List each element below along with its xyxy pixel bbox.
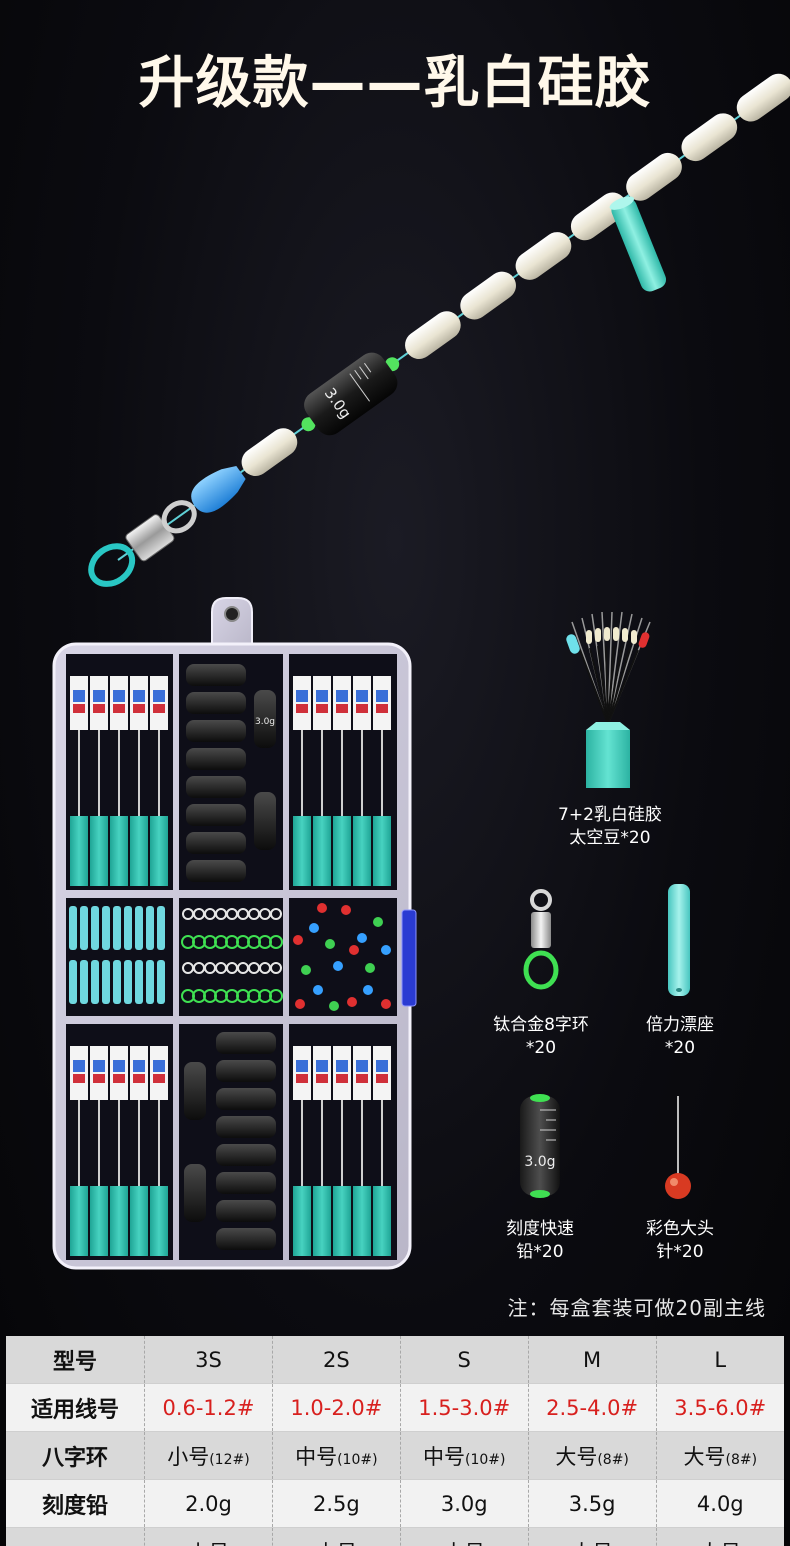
row-label-sinker: 刻度铅: [6, 1479, 145, 1528]
cut-row-cell: 小号: [144, 1527, 273, 1546]
float-seat-on-line: [609, 196, 667, 292]
sinker-weight-cell: 4.0g: [656, 1479, 784, 1528]
line-size-cell: 0.6-1.2#: [144, 1383, 273, 1432]
cut-row-cell: 大号: [656, 1527, 784, 1546]
float-seats-row: [69, 906, 165, 1004]
row-label-swivel: 八字环: [6, 1431, 145, 1480]
row-label-model: 型号: [6, 1336, 145, 1384]
swivel-size-cell: 小号(12#): [144, 1431, 273, 1480]
swivel: [88, 500, 197, 587]
tackle-box: 3.0g: [52, 597, 417, 1270]
table-row: 小号 中号 中号 大号 大号: [6, 1527, 784, 1546]
spec-table: 型号 3S 2S S M L 适用线号 0.6-1.2# 1.0-2.0# 1.…: [6, 1336, 784, 1546]
blue-stopper: [191, 466, 246, 513]
caption-swivel-line1: 钛合金8字环: [493, 1015, 589, 1035]
table-row: 适用线号 0.6-1.2# 1.0-2.0# 1.5-3.0# 2.5-4.0#…: [6, 1383, 784, 1432]
row-label-line: 适用线号: [6, 1383, 145, 1432]
kit-note: 注：每盒套装可做20副主线: [507, 1296, 766, 1320]
swivel-size-cell: 大号(8#): [528, 1431, 657, 1480]
model-cell: S: [400, 1336, 529, 1384]
swivels-row: [181, 908, 283, 1003]
line-size-cell: 1.5-3.0#: [400, 1383, 529, 1432]
swivel-size-sub: (8#): [597, 1451, 629, 1468]
caption-sinker: 刻度快速 铅*20: [480, 1218, 600, 1264]
fishing-rig-illustration: 3.0g: [88, 73, 790, 587]
cut-row-cell: 大号: [528, 1527, 657, 1546]
swivel-size-cell: 大号(8#): [656, 1431, 784, 1480]
swivel-size-cell: 中号(10#): [400, 1431, 529, 1480]
swivel-size-main: 中号: [295, 1444, 338, 1469]
caption-beads: 7+2乳白硅胶 太空豆*20: [540, 804, 680, 850]
components-illustration: 3.0g: [520, 611, 691, 1199]
swivel-size-sub: (10#): [464, 1451, 506, 1468]
swivel-size-main: 小号: [167, 1444, 210, 1469]
swivel-size-sub: (10#): [337, 1451, 378, 1468]
caption-swivel: 钛合金8字环 *20: [474, 1014, 608, 1060]
model-cell: L: [656, 1336, 784, 1384]
row-label-cut: [6, 1527, 145, 1546]
caption-pin-line2: 针*20: [656, 1242, 704, 1262]
sinker-weight-cell: 2.0g: [144, 1479, 273, 1528]
float-seat-icon: [668, 884, 690, 996]
model-cell: 3S: [144, 1336, 273, 1384]
caption-beads-line2: 太空豆*20: [569, 828, 651, 848]
model-cell: 2S: [272, 1336, 401, 1384]
poster-headline: 升级款——乳白硅胶: [138, 51, 652, 116]
cut-row-cell: 中号: [272, 1527, 401, 1546]
cut-row-cell: 中号: [400, 1527, 529, 1546]
table-row: 刻度铅 2.0g 2.5g 3.0g 3.5g 4.0g: [6, 1479, 784, 1528]
caption-float-seat: 倍力漂座 *20: [620, 1014, 740, 1060]
caption-beads-line1: 7+2乳白硅胶: [558, 805, 662, 825]
caption-pin-line1: 彩色大头: [646, 1219, 714, 1239]
sinker-icon-label: 3.0g: [524, 1154, 555, 1170]
swivel-size-cell: 中号(10#): [272, 1431, 401, 1480]
swivel-icon: [523, 889, 559, 990]
caption-sinker-line1: 刻度快速: [506, 1219, 574, 1239]
line-size-cell: 3.5-6.0#: [656, 1383, 784, 1432]
caption-swivel-line2: *20: [525, 1038, 557, 1058]
caption-float-seat-line1: 倍力漂座: [646, 1015, 714, 1035]
colored-pins: [293, 903, 391, 1011]
table-row: 八字环 小号(12#) 中号(10#) 中号(10#) 大号(8#) 大号(8#…: [6, 1431, 784, 1480]
table-row: 型号 3S 2S S M L: [6, 1336, 784, 1384]
swivel-size-sub: (12#): [209, 1451, 250, 1468]
swivel-size-main: 大号: [555, 1444, 598, 1469]
graduated-sinker: 3.0g: [301, 352, 400, 436]
caption-float-seat-line2: *20: [664, 1038, 696, 1058]
sinker-weight-cell: 2.5g: [272, 1479, 401, 1528]
sinker-weight-cell: 3.0g: [400, 1479, 529, 1528]
swivel-size-main: 中号: [422, 1444, 465, 1469]
sinkers-top-middle: [186, 664, 276, 882]
sinker-icon: 3.0g: [520, 1094, 560, 1198]
swivel-size-sub: (8#): [725, 1451, 758, 1468]
pin-icon: [665, 1096, 691, 1199]
swivel-size-main: 大号: [683, 1444, 726, 1469]
sinkers-bottom-middle: [184, 1032, 276, 1250]
bead-fan-icon: [566, 611, 651, 788]
sinker-weight-cell: 3.5g: [528, 1479, 657, 1528]
box-sinker-label: 3.0g: [255, 717, 275, 727]
caption-pin: 彩色大头 针*20: [620, 1218, 740, 1264]
line-size-cell: 2.5-4.0#: [528, 1383, 657, 1432]
model-cell: M: [528, 1336, 657, 1384]
line-size-cell: 1.0-2.0#: [272, 1383, 401, 1432]
caption-sinker-line2: 铅*20: [516, 1242, 564, 1262]
